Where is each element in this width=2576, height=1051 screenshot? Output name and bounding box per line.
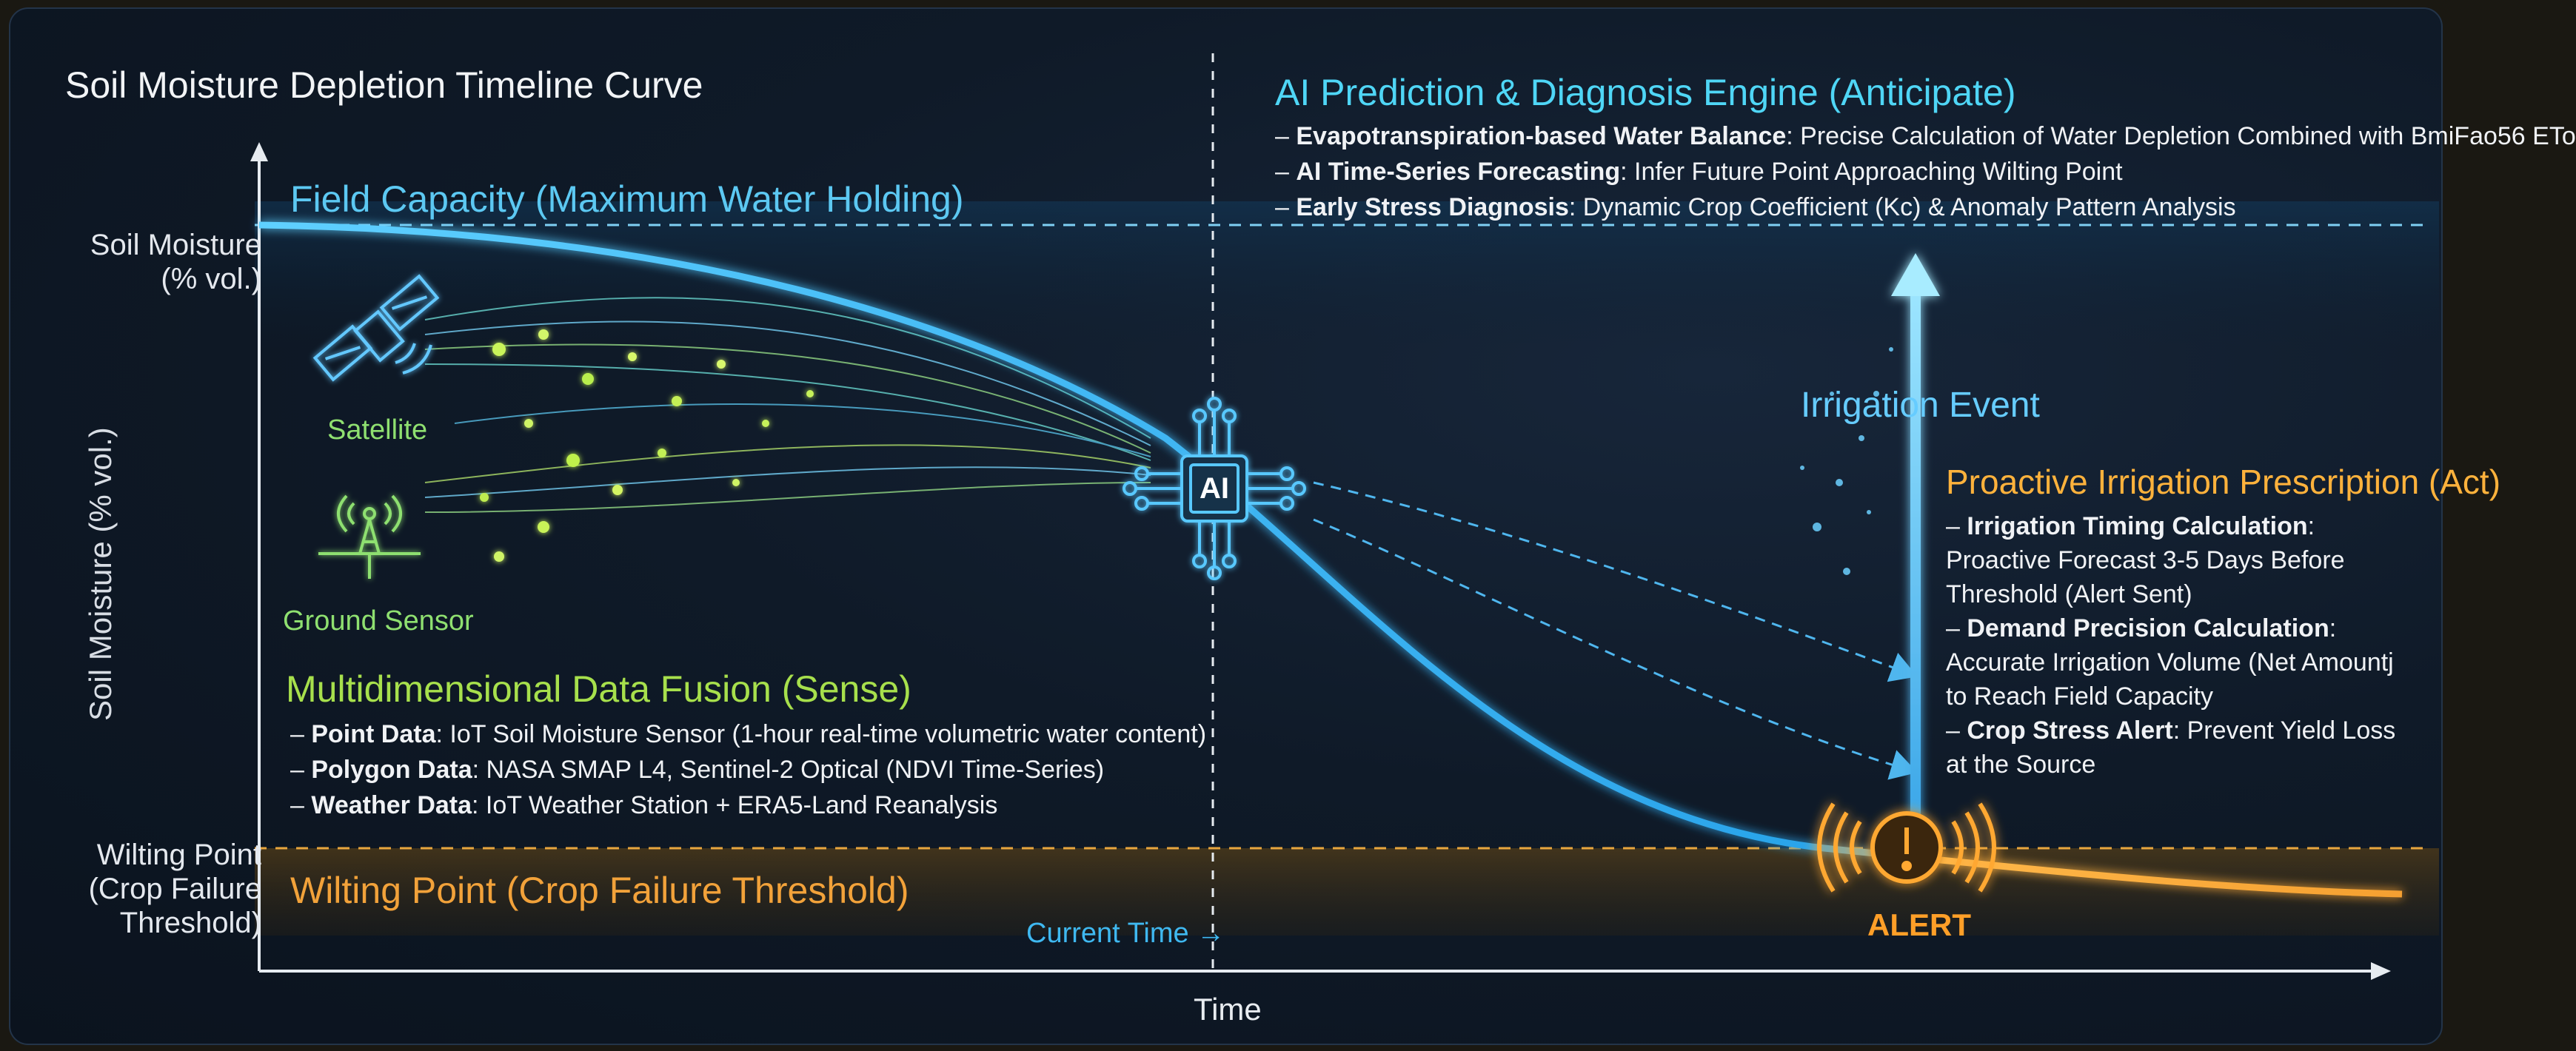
act-item: – Irrigation Timing Calculation: Proacti… [1946, 512, 2345, 608]
diagram-title: Soil Moisture Depletion Timeline Curve [65, 64, 703, 106]
y-tick-bottom-line-1: Wilting Point [96, 839, 261, 871]
soil-moisture-curve [258, 221, 2403, 898]
wilting-point-band [255, 848, 2439, 936]
irrigation-event-label: Irrigation Event [1801, 386, 2040, 425]
ground-sensor-icon [314, 474, 425, 588]
wilting-point-label: Wilting Point (Crop Failure Threshold) [290, 870, 909, 911]
y-tick-bottom: Wilting Point (Crop Failure Threshold) [89, 838, 261, 940]
anticipate-title: AI Prediction & Diagnosis Engine (Antici… [1275, 72, 2016, 113]
satellite-icon [308, 274, 456, 405]
y-axis-label: Soil Moisture (% vol.) [83, 427, 118, 721]
alert-icon [1814, 792, 1999, 907]
data-streams [424, 297, 1151, 513]
x-axis-arrow [2371, 962, 2391, 980]
irrigation-spray [1800, 347, 1893, 575]
act-item: – Demand Precision Calculation: Accurate… [1946, 614, 2394, 711]
y-tick-top-line-2: (% vol.) [161, 263, 261, 295]
y-tick-top-line-1: Soil Moisture [90, 229, 261, 261]
act-title: Proactive Irrigation Prescription (Act) [1946, 463, 2501, 501]
anticipate-item: – AI Time-Series Forecasting: Infer Futu… [1275, 158, 2123, 186]
sense-item: – Weather Data: IoT Weather Station + ER… [290, 791, 998, 819]
x-axis-label: Time [1194, 992, 1262, 1027]
ai-chip-label: AI [1200, 472, 1229, 505]
forecast-arrow-2 [1313, 518, 1918, 780]
current-time-label: Current Time → [1026, 918, 1225, 949]
sense-title: Multidimensional Data Fusion (Sense) [286, 668, 911, 710]
sense-item: – Point Data: IoT Soil Moisture Sensor (… [290, 720, 1207, 748]
forecast-arrow-1 [1313, 481, 1918, 682]
irrigation-arrow-icon [1891, 253, 1940, 830]
anticipate-item: – Evapotranspiration-based Water Balance… [1275, 122, 2576, 150]
diagram-panel: Soil Moisture Depletion Timeline Curve S… [9, 7, 2576, 1045]
anticipate-item: – Early Stress Diagnosis: Dynamic Crop C… [1275, 193, 2236, 221]
y-axis-arrow [250, 142, 268, 161]
sense-list: – Point Data: IoT Soil Moisture Sensor (… [290, 716, 1206, 823]
act-item: – Crop Stress Alert: Prevent Yield Loss … [1946, 716, 2396, 779]
anticipate-list: – Evapotranspiration-based Water Balance… [1275, 118, 2576, 225]
ai-chip-icon: AI [1118, 392, 1311, 588]
y-tick-bottom-line-2: (Crop Failure [88, 873, 261, 905]
data-particles [480, 329, 814, 562]
alert-label: ALERT [1867, 907, 1971, 942]
act-list: – Irrigation Timing Calculation: Proacti… [1946, 509, 2398, 782]
y-tick-bottom-line-3: Threshold) [119, 907, 261, 939]
diagram-frame: Soil Moisture Depletion Timeline Curve S… [9, 7, 2576, 1045]
ground-sensor-label: Ground Sensor [283, 605, 474, 637]
diagram-canvas [250, 53, 2439, 980]
sense-item: – Polygon Data: NASA SMAP L4, Sentinel-2… [290, 756, 1105, 784]
satellite-label: Satellite [327, 414, 428, 446]
y-tick-top: Soil Moisture (% vol.) [90, 228, 261, 296]
field-capacity-label: Field Capacity (Maximum Water Holding) [290, 178, 964, 220]
